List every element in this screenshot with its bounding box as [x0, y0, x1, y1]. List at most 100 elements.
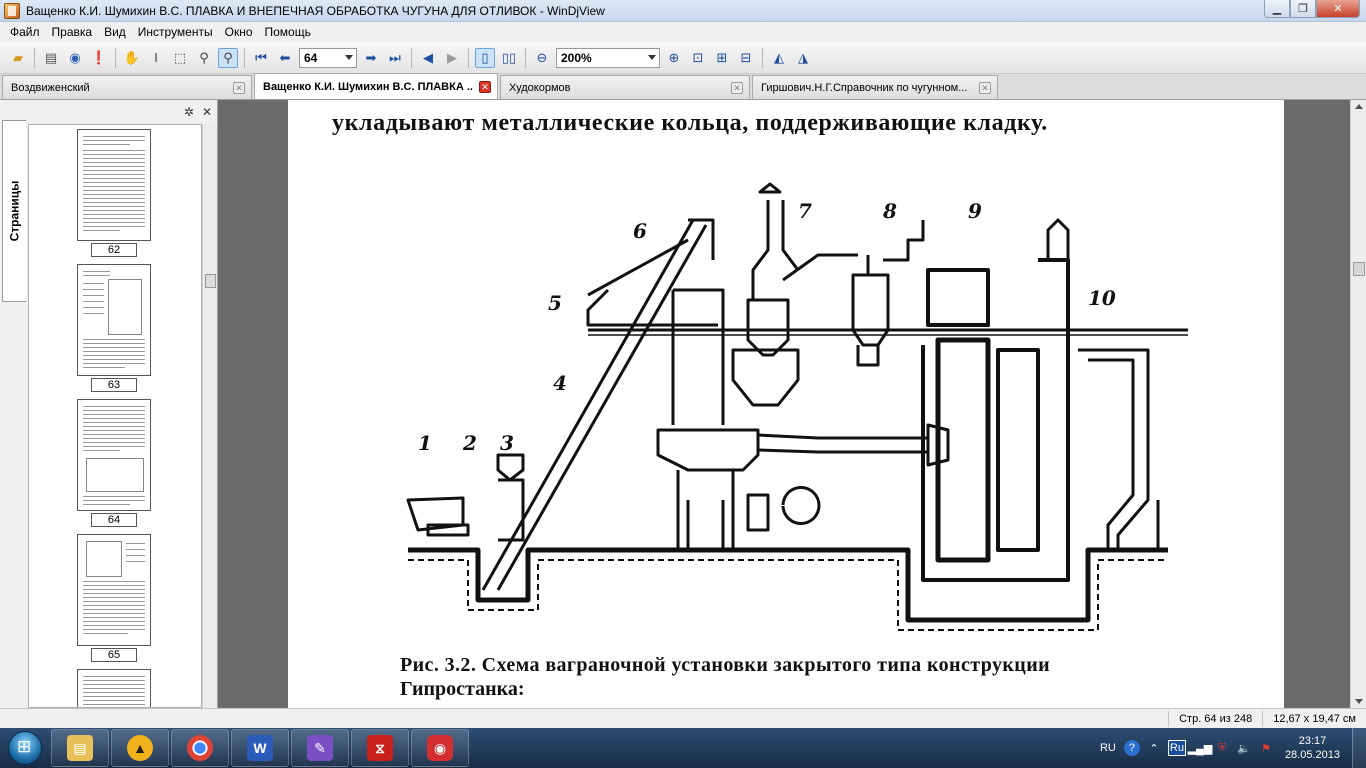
menu-edit[interactable]: Правка — [51, 25, 93, 39]
menu-tools[interactable]: Инструменты — [137, 25, 213, 39]
scroll-up-icon[interactable] — [1355, 104, 1363, 109]
next-page-icon[interactable]: ➡ — [365, 49, 377, 65]
forward-icon[interactable]: ▶ — [447, 49, 457, 65]
chevron-down-icon[interactable] — [345, 54, 353, 60]
taskbar-acrobat[interactable]: ⧖ — [351, 729, 409, 767]
taskbar-word[interactable]: W — [231, 729, 289, 767]
facing-pages-icon[interactable]: ▯▯ — [501, 49, 517, 65]
back-icon[interactable]: ◀ — [423, 49, 433, 65]
tab-vashchenko[interactable]: Ващенко К.И. Шумихин В.С. ПЛАВКА ... ✕ — [254, 73, 498, 99]
actual-size-icon[interactable]: ⊟ — [740, 49, 752, 65]
security-icon[interactable]: ⛨ — [1217, 741, 1227, 754]
zoom-rect-icon[interactable]: ⚲ — [218, 47, 238, 68]
open-folder-icon[interactable]: ▰ — [13, 49, 23, 65]
network-icon[interactable]: ▂▄▆ — [1187, 742, 1213, 755]
first-page-icon[interactable]: ⏮ — [255, 49, 267, 65]
chevron-down-icon[interactable] — [648, 54, 656, 60]
tab-label: Воздвиженский — [11, 81, 90, 94]
menu-help[interactable]: Помощь — [264, 25, 311, 39]
info-icon[interactable]: ❗ — [90, 49, 108, 65]
maximize-button[interactable]: ❐ — [1290, 0, 1316, 18]
volume-icon[interactable]: 🔈 — [1237, 742, 1251, 755]
tab-girshovich[interactable]: Гиршович.Н.Г.Справочник по чугунном... ✕ — [752, 75, 998, 99]
status-page: Стр. 64 из 248 — [1168, 710, 1262, 727]
pages-panel-tab[interactable]: Страницы — [2, 120, 26, 302]
single-page-icon[interactable]: ▯ — [475, 47, 495, 68]
taskbar-explorer[interactable]: ▤ — [51, 729, 109, 767]
close-tab-icon[interactable]: ✕ — [979, 81, 991, 94]
furnace-diagram: 1 2 3 4 5 6 7 8 9 10 — [406, 182, 1188, 631]
tab-khudokormov[interactable]: Худокормов ✕ — [500, 75, 750, 99]
fit-page-icon[interactable]: ⊡ — [692, 49, 704, 65]
help-icon[interactable]: ? — [1123, 740, 1140, 756]
clock-time: 23:17 — [1298, 735, 1327, 747]
rotate-left-icon[interactable]: ◭ — [774, 49, 784, 65]
thumbnail-64[interactable]: 64 — [77, 399, 151, 527]
taskbar-archiver[interactable]: ▲ — [111, 729, 169, 767]
show-desktop-button[interactable] — [1352, 728, 1366, 768]
diagram-label-8: 8 — [882, 199, 897, 223]
close-tab-icon[interactable]: ✕ — [731, 81, 743, 94]
close-tab-icon[interactable]: ✕ — [479, 80, 491, 93]
ru-keyboard-icon[interactable]: Ru — [1167, 740, 1186, 756]
archiver-icon: ▲ — [127, 735, 153, 761]
zoom-icon[interactable]: ⚲ — [199, 49, 209, 65]
clock[interactable]: 23:17 28.05.2013 — [1285, 734, 1340, 762]
document-page: укладывают металлические кольца, поддерж… — [288, 100, 1284, 708]
document-viewport[interactable]: укладывают металлические кольца, поддерж… — [219, 100, 1350, 708]
language-indicator[interactable]: RU — [1099, 742, 1116, 754]
thumbnail-62[interactable]: 62 — [77, 129, 151, 257]
page-number-input[interactable]: 64 — [299, 47, 357, 68]
close-button[interactable]: ✕ — [1316, 0, 1360, 18]
diagram-label-5: 5 — [548, 291, 562, 315]
scrollbar-thumb[interactable] — [1353, 262, 1365, 276]
minimize-button[interactable]: ▁ — [1264, 0, 1290, 18]
close-tab-icon[interactable]: ✕ — [233, 81, 245, 94]
settings-icon[interactable]: ✲ — [183, 105, 194, 119]
thumbnail-label: 63 — [91, 378, 137, 392]
thumbnail-65[interactable]: 65 — [77, 534, 151, 662]
last-page-icon[interactable]: ⏭ — [389, 49, 401, 65]
taskbar-chrome[interactable] — [171, 729, 229, 767]
rect-select-icon[interactable]: ⬚ — [173, 49, 187, 65]
thumbnail-66[interactable] — [77, 669, 151, 707]
zoom-in-icon[interactable]: ⊕ — [668, 49, 680, 65]
chrome-icon — [187, 735, 213, 761]
panel-close-icon[interactable]: ✕ — [201, 105, 212, 119]
thumbnail-label: 62 — [91, 243, 137, 257]
status-page-size: 12,67 x 19,47 см — [1262, 710, 1366, 727]
windjview-app-icon[interactable] — [4, 2, 20, 19]
scroll-down-icon[interactable] — [1355, 699, 1363, 704]
flag-icon[interactable]: ⚑ — [1261, 742, 1271, 755]
menu-window[interactable]: Окно — [224, 25, 253, 39]
thumbnail-list: 62 63 — [28, 124, 202, 708]
figure-caption-continued: Гипростанка: — [400, 678, 525, 700]
fit-width-icon[interactable]: ⊞ — [716, 49, 728, 65]
start-button[interactable] — [0, 728, 50, 768]
taskbar-recorder[interactable]: ◉ — [411, 729, 469, 767]
toolbar-separator — [115, 47, 116, 68]
text-select-icon[interactable]: I — [154, 50, 158, 65]
thumbnail-page-image — [77, 399, 151, 511]
toolbar-separator — [525, 47, 526, 68]
zoom-input[interactable]: 200% — [556, 47, 660, 68]
document-scrollbar[interactable] — [1350, 100, 1366, 708]
print-icon[interactable]: ▤ — [44, 49, 58, 65]
menu-view[interactable]: Вид — [104, 25, 126, 39]
scrollbar-thumb[interactable] — [205, 274, 216, 288]
zoom-out-icon[interactable]: ⊖ — [536, 49, 548, 65]
taskbar-editor[interactable]: ✎ — [291, 729, 349, 767]
thumbnail-63[interactable]: 63 — [77, 264, 151, 392]
tray-expand-icon[interactable]: ⌃ — [1149, 742, 1159, 755]
thumbnail-scrollbar[interactable] — [202, 124, 217, 708]
tab-vozdvizhensky[interactable]: Воздвиженский ✕ — [2, 75, 252, 99]
menu-file[interactable]: Файл — [10, 25, 40, 39]
find-icon[interactable]: ◉ — [69, 49, 81, 65]
rotate-right-icon[interactable]: ◮ — [798, 49, 808, 65]
title-bar[interactable]: Ващенко К.И. Шумихин В.С. ПЛАВКА И ВНЕПЕ… — [0, 0, 1366, 22]
hand-tool-icon[interactable]: ✋ — [123, 49, 141, 65]
figure-caption: Рис. 3.2. Схема ваграночной установки за… — [400, 654, 1051, 676]
toolbar-separator — [244, 47, 245, 68]
prev-page-icon[interactable]: ⬅ — [279, 49, 291, 65]
